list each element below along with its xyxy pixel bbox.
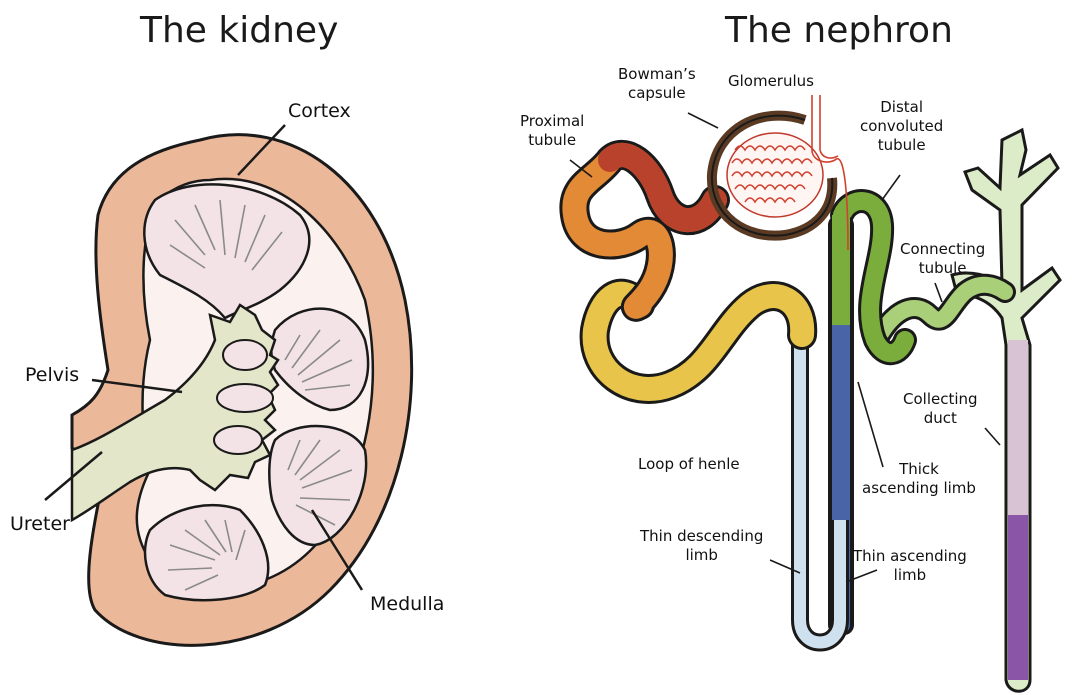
label-collecting-duct: Collecting duct [903, 390, 978, 428]
label-proximal-tubule: Proximal tubule [520, 112, 584, 150]
nephron-title: The nephron [725, 10, 953, 51]
label-thin-descending: Thin descending limb [640, 527, 763, 565]
label-thin-ascending: Thin ascending limb [853, 547, 967, 585]
label-bowmans-capsule: Bowman’s capsule [618, 65, 696, 103]
label-thick-ascending: Thick ascending limb [862, 460, 976, 498]
label-connecting-tubule: Connecting tubule [900, 240, 985, 278]
label-loop-of-henle: Loop of henle [638, 455, 740, 474]
label-glomerulus: Glomerulus [728, 72, 814, 91]
label-distal-tubule: Distal convoluted tubule [860, 98, 943, 155]
